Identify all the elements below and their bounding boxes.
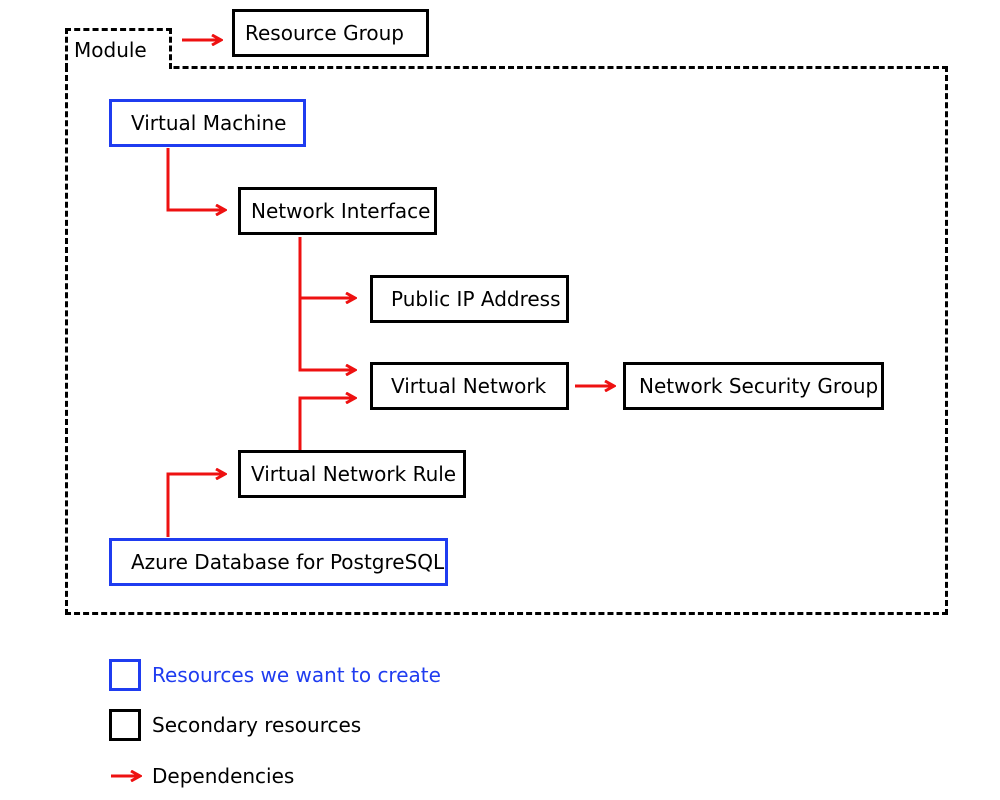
node-network-interface[interactable]: Network Interface [238, 187, 437, 235]
node-virtual-network-label: Virtual Network [391, 374, 547, 398]
node-virtual-network-rule-label: Virtual Network Rule [251, 462, 457, 486]
node-resource-group-label: Resource Group [245, 21, 404, 45]
legend-secondary-label: Secondary resources [152, 713, 362, 737]
legend-primary-label: Resources we want to create [152, 663, 441, 687]
node-azure-database-postgresql[interactable]: Azure Database for PostgreSQL [109, 538, 448, 586]
legend-secondary-swatch [109, 709, 141, 741]
module-container [65, 66, 948, 615]
node-public-ip-address[interactable]: Public IP Address [370, 275, 569, 323]
node-virtual-machine-label: Virtual Machine [131, 111, 287, 135]
node-network-security-group[interactable]: Network Security Group [623, 362, 884, 410]
module-label: Module [65, 28, 172, 69]
module-label-text: Module [74, 38, 147, 62]
node-virtual-network[interactable]: Virtual Network [370, 362, 569, 410]
legend-dependency-label: Dependencies [152, 764, 295, 788]
node-resource-group[interactable]: Resource Group [232, 9, 429, 57]
node-virtual-network-rule[interactable]: Virtual Network Rule [238, 450, 466, 498]
legend-primary-swatch [109, 659, 141, 691]
node-public-ip-address-label: Public IP Address [391, 287, 561, 311]
node-azure-database-postgresql-label: Azure Database for PostgreSQL [131, 550, 445, 574]
node-virtual-machine[interactable]: Virtual Machine [109, 99, 306, 147]
node-network-security-group-label: Network Security Group [639, 374, 879, 398]
node-network-interface-label: Network Interface [251, 199, 431, 223]
